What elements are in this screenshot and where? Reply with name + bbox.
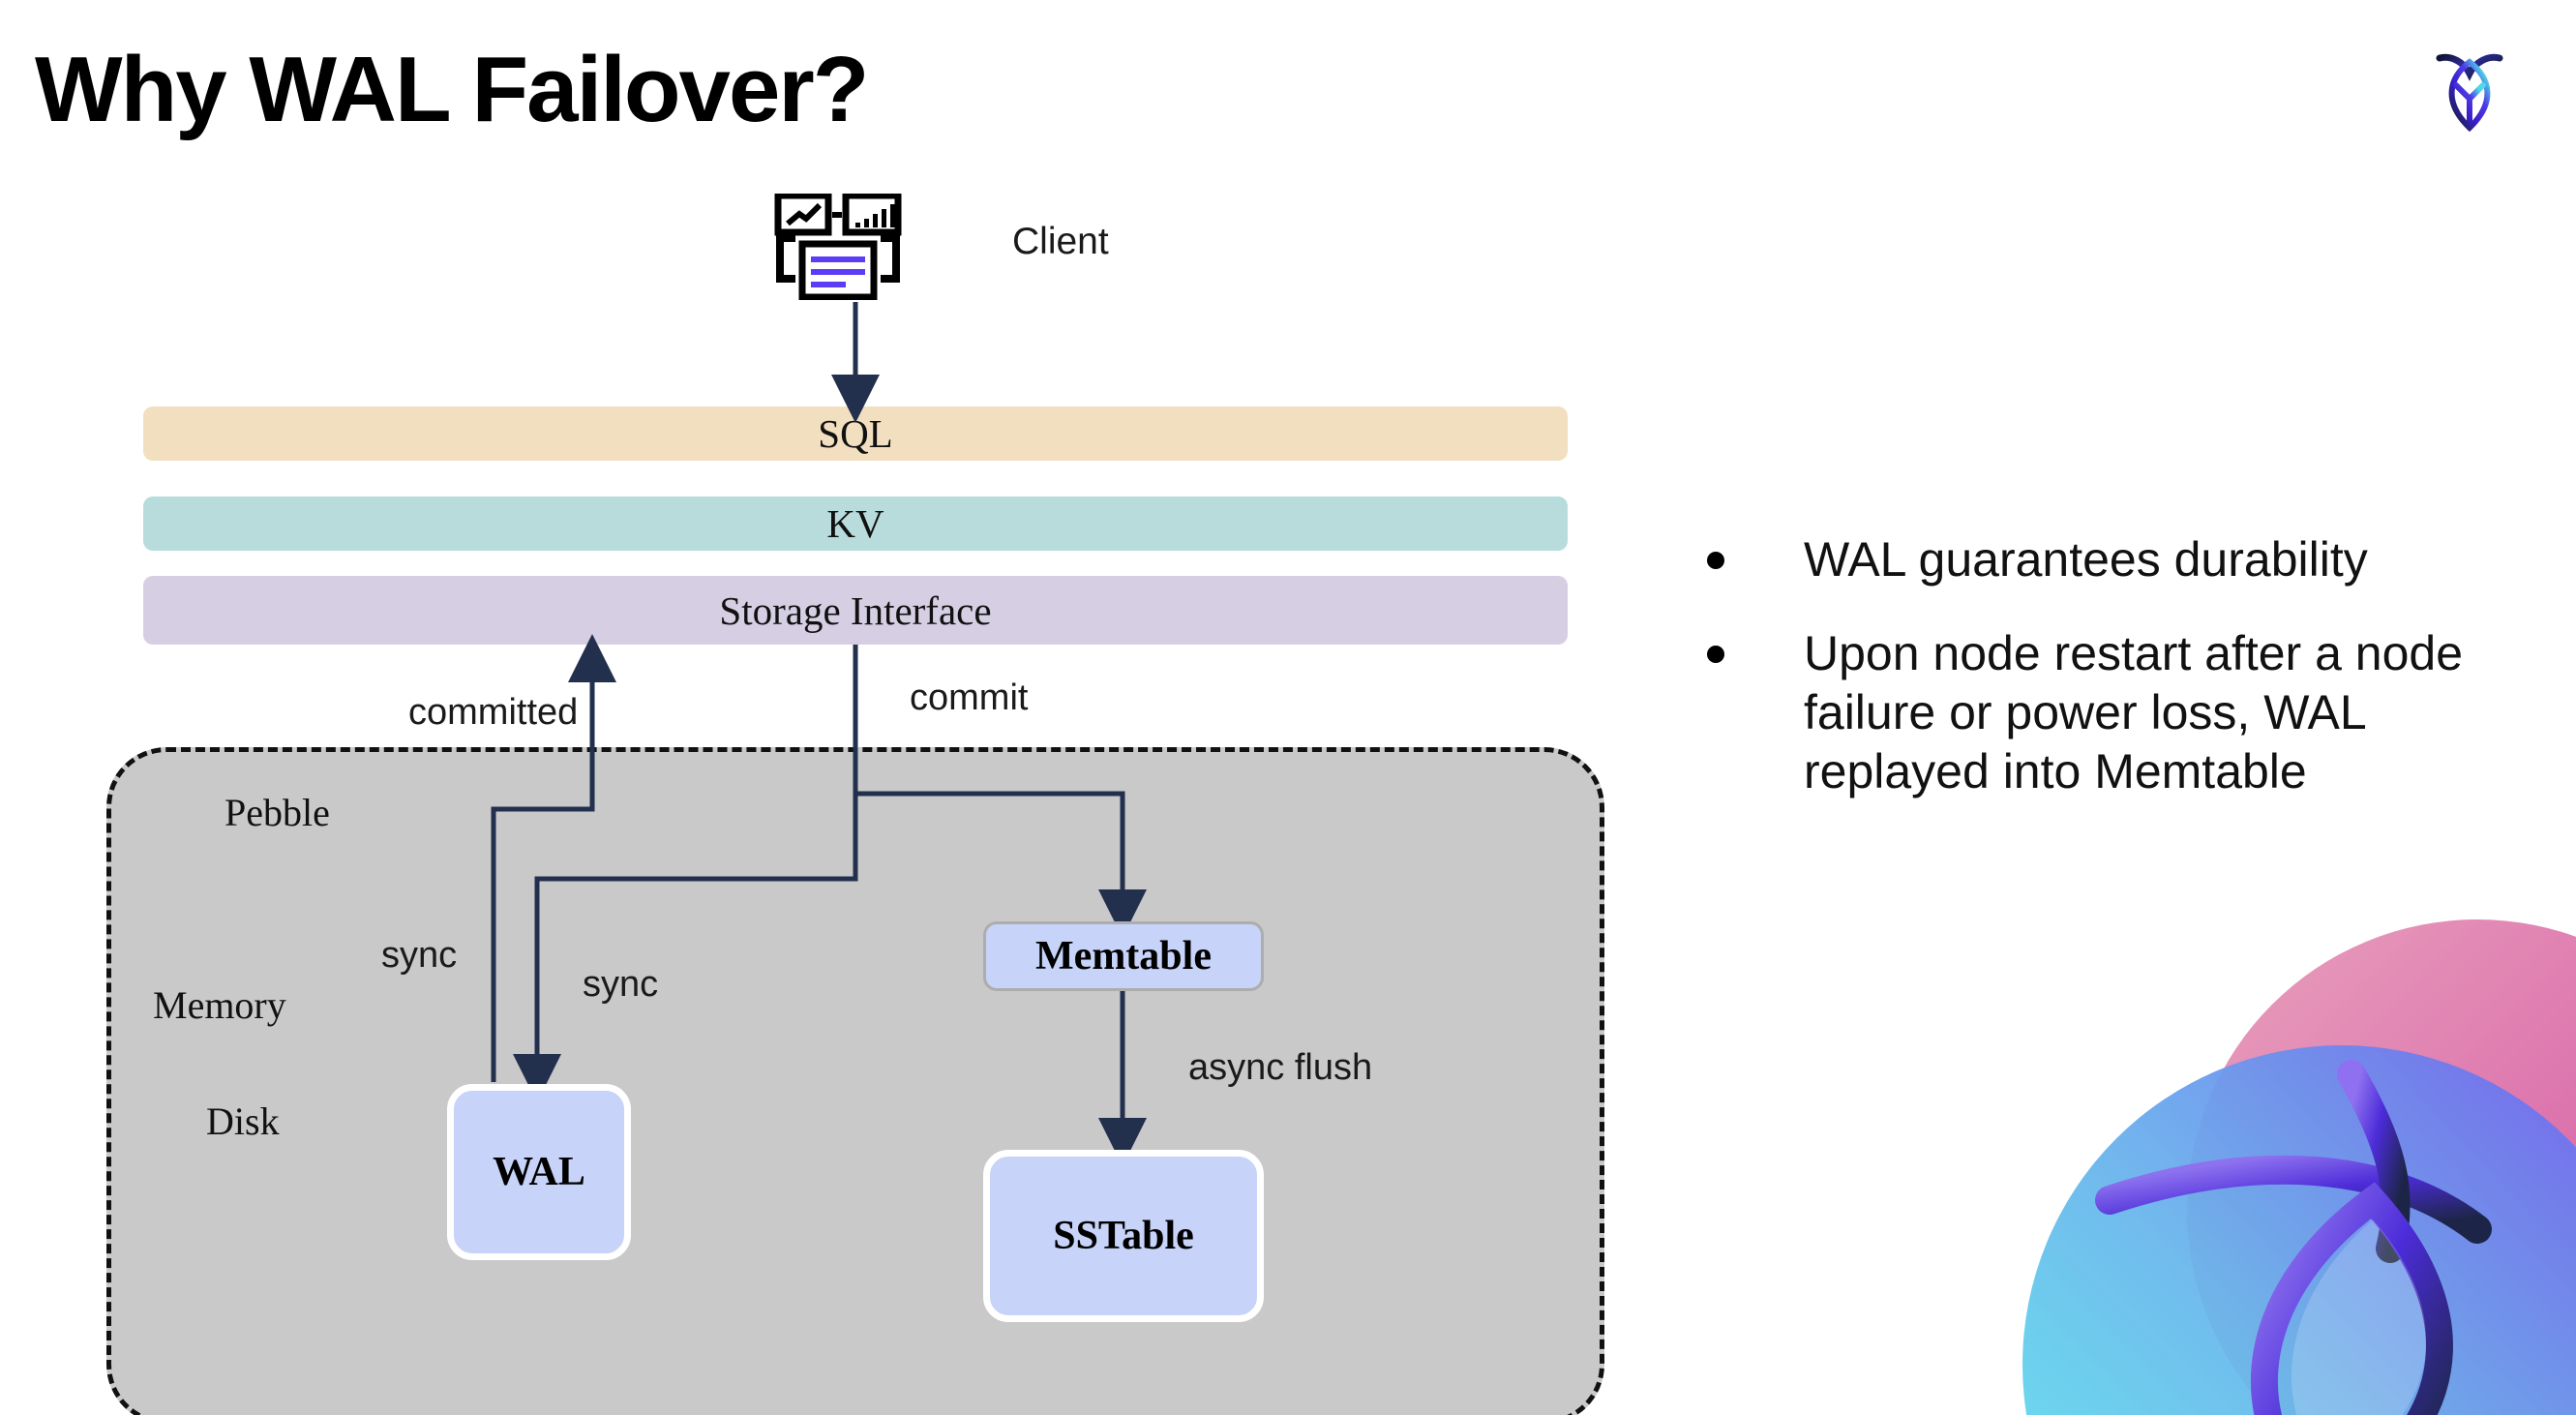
node-wal-label: WAL bbox=[493, 1150, 585, 1194]
bullet-text: WAL guarantees durability bbox=[1804, 532, 2368, 587]
bullet-dot-icon bbox=[1707, 646, 1724, 663]
edge-label-sync-2: sync bbox=[583, 964, 659, 1005]
edge-label-sync-1: sync bbox=[381, 935, 458, 976]
list-item: WAL guarantees durability bbox=[1707, 530, 2501, 589]
decorative-logo-watermark bbox=[1935, 910, 2576, 1415]
layer-bar-storage-interface-label: Storage Interface bbox=[719, 587, 992, 633]
edge-label-committed: committed bbox=[408, 692, 579, 733]
node-memtable[interactable]: Memtable bbox=[983, 921, 1264, 991]
edge-label-async-flush: async flush bbox=[1188, 1047, 1373, 1088]
cockroachdb-logo-icon bbox=[2417, 35, 2522, 139]
client-label: Client bbox=[1012, 221, 1109, 262]
list-item: Upon node restart after a node failure o… bbox=[1707, 624, 2501, 801]
layer-bar-kv: KV bbox=[143, 497, 1568, 551]
node-wal[interactable]: WAL bbox=[447, 1084, 631, 1260]
disk-label: Disk bbox=[206, 1099, 280, 1143]
memory-label: Memory bbox=[153, 983, 286, 1027]
pebble-container bbox=[106, 747, 1604, 1415]
bullet-list: WAL guarantees durability Upon node rest… bbox=[1707, 530, 2501, 836]
client-devices-icon bbox=[774, 192, 929, 301]
layer-bar-sql: SQL bbox=[143, 406, 1568, 461]
edge-label-commit: commit bbox=[910, 677, 1029, 718]
layer-bar-storage-interface: Storage Interface bbox=[143, 576, 1568, 645]
layer-bar-sql-label: SQL bbox=[818, 411, 893, 456]
node-sstable[interactable]: SSTable bbox=[983, 1150, 1264, 1322]
node-memtable-label: Memtable bbox=[1035, 934, 1212, 978]
pebble-label: Pebble bbox=[225, 791, 330, 834]
bullet-text: Upon node restart after a node failure o… bbox=[1804, 626, 2464, 798]
bullet-dot-icon bbox=[1707, 552, 1724, 569]
layer-bar-kv-label: KV bbox=[826, 501, 884, 546]
page-title: Why WAL Failover? bbox=[35, 38, 869, 141]
node-sstable-label: SSTable bbox=[1053, 1214, 1194, 1258]
